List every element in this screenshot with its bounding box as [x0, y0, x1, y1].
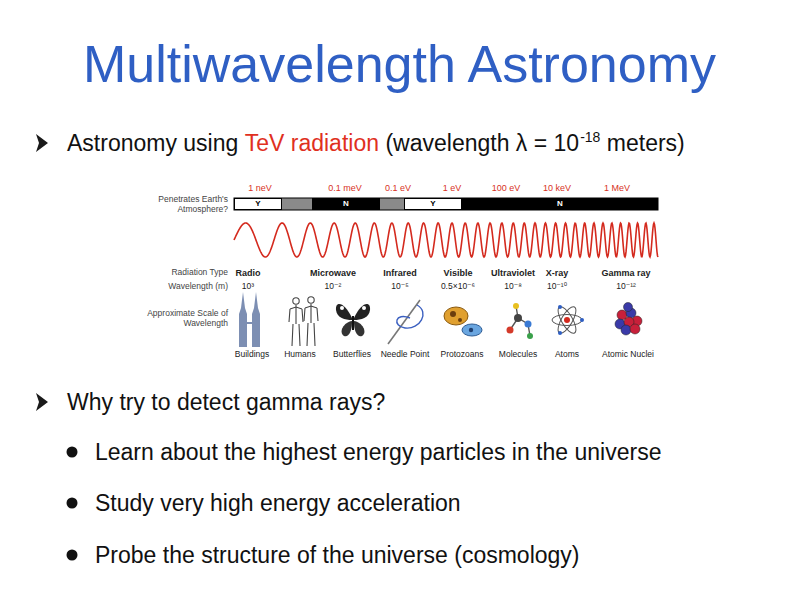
molecule-icon: [507, 303, 534, 339]
row-label: Approximate Scale of Wavelength: [140, 308, 228, 328]
bullet-dot: [67, 498, 78, 509]
radiation-type: Microwave: [310, 268, 356, 278]
wavelength-value: 10⁻¹⁰: [547, 282, 567, 292]
bullet-arrow: [36, 393, 48, 411]
penetration-answer: N: [343, 200, 349, 208]
row-label: Radiation Type: [171, 268, 228, 278]
sub-bullet-text: Learn about the highest energy particles…: [95, 439, 661, 465]
wavelength-value: 10⁻²: [325, 282, 342, 292]
radiation-type: Gamma ray: [601, 268, 650, 278]
scale-name: Buildings: [235, 350, 270, 360]
bar-segment: Y: [234, 198, 282, 210]
penetration-answer: Y: [255, 200, 260, 208]
scale-name: Molecules: [499, 350, 537, 360]
radiation-type: Ultraviolet: [491, 268, 535, 278]
energy-label: 0.1 eV: [385, 183, 411, 193]
nucleus-icon: [615, 303, 642, 336]
scale-name: Butterflies: [333, 350, 371, 360]
wavelength-value: 10⁻¹²: [616, 282, 636, 292]
radiation-type: Visible: [444, 268, 473, 278]
penetration-answer: Y: [430, 200, 435, 208]
butterfly-icon: [336, 304, 370, 336]
radiation-type: Radio: [235, 268, 260, 278]
protozoans-icon: [444, 307, 482, 336]
bar-segment: N: [312, 198, 380, 210]
sub-bullet-text: Study very high energy acceleration: [95, 490, 461, 516]
sub-bullet-text: Probe the structure of the universe (cos…: [95, 542, 580, 568]
bullet-arrow: [36, 134, 48, 152]
penetration-answer: N: [557, 200, 563, 208]
energy-label: 1 MeV: [604, 183, 630, 193]
bullet-text: TeV radiation: [245, 130, 379, 156]
wavelength-value: 10³: [242, 282, 254, 292]
atom-icon: [552, 304, 584, 335]
bullet-text: Why try to detect gamma rays?: [67, 389, 385, 415]
bar-segment: Y: [404, 198, 462, 210]
needle-icon: [388, 300, 423, 344]
energy-label: 100 eV: [492, 183, 521, 193]
wavelength-value: 0.5×10⁻⁶: [441, 282, 475, 292]
scale-name: Needle Point: [381, 350, 430, 360]
bullet-text: meters): [607, 130, 685, 156]
superscript: -18: [580, 129, 600, 145]
bullet-dot: [67, 447, 78, 458]
row-label: Penetrates Earth's Atmosphere?: [140, 194, 228, 214]
bar-outline: [234, 198, 658, 210]
em-wave: [234, 223, 658, 257]
energy-label: 1 neV: [248, 183, 272, 193]
row-label: Wavelength (m): [168, 282, 228, 292]
slide-title: Multiwavelength Astronomy: [83, 35, 716, 95]
scale-name: Protozoans: [441, 350, 484, 360]
radiation-type: Infrared: [383, 268, 417, 278]
scale-name: Atoms: [555, 350, 579, 360]
energy-label: 10 keV: [543, 183, 571, 193]
energy-label: 0.1 meV: [328, 183, 362, 193]
scale-name: Humans: [284, 350, 316, 360]
bullet-text: Astronomy using: [67, 130, 238, 156]
bar-segment: [380, 198, 404, 210]
buildings-icon: [239, 292, 260, 347]
scale-name: Atomic Nuclei: [602, 350, 654, 360]
wavelength-value: 10⁻⁵: [391, 282, 408, 292]
bar-segment: [282, 198, 312, 210]
energy-label: 1 eV: [443, 183, 462, 193]
wavelength-value: 10⁻⁸: [504, 282, 522, 292]
bar-segment: N: [462, 198, 658, 210]
radiation-type: X-ray: [546, 268, 569, 278]
bullet-text: (wavelength λ = 10: [385, 130, 579, 156]
humans-icon: [289, 297, 318, 346]
bullet-dot: [67, 550, 78, 561]
bullet-line: Astronomy using TeV radiation(wavelength …: [67, 130, 685, 156]
